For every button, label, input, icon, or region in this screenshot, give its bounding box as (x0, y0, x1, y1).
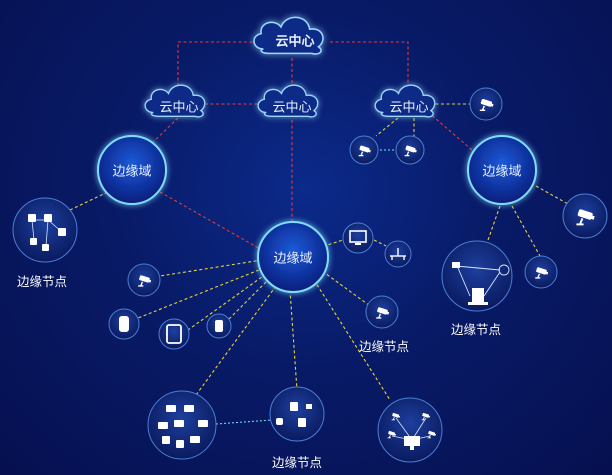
edge-domain-label-right: 边缘域 (482, 164, 522, 180)
edge-links (69, 103, 569, 401)
edge-domain-label-left: 边缘域 (112, 164, 152, 180)
edge-domain-right (467, 135, 537, 205)
edge-domain-label-center: 边缘域 (273, 251, 313, 267)
camera-node-left (127, 263, 161, 297)
cloud-label-top: 云中心 (275, 34, 315, 50)
edge-node-caption-bottom: 边缘节点 (271, 455, 323, 470)
monitor-node (342, 222, 374, 254)
edge-node-caption-right: 边缘节点 (450, 322, 502, 337)
edge-node-cluster-bottom-left (147, 390, 217, 460)
small-watch-node (206, 313, 232, 339)
monitor-icon (349, 230, 367, 243)
camera-node-right-small (524, 255, 558, 289)
cloud-label-middle: 云中心 (272, 100, 312, 116)
cloud-label-right: 云中心 (389, 100, 429, 116)
edge-node-cluster-left (12, 197, 78, 263)
edge-node-cluster-right (441, 240, 513, 312)
watch-node (108, 308, 140, 340)
edge-node-caption-left: 边缘节点 (16, 274, 68, 289)
cloud-links (144, 41, 473, 251)
edge-node-cluster-bottom-middle (269, 386, 325, 442)
camera-node-right-b (395, 135, 425, 165)
peer-links (215, 149, 398, 425)
cloud-label-left: 云中心 (159, 100, 199, 116)
camera-node-center-right (365, 295, 399, 329)
tablet-node (158, 318, 190, 350)
edge-node-cluster-bottom-right (377, 397, 443, 463)
watch-icon (119, 316, 129, 332)
edge-domain-center (257, 221, 329, 293)
router-node (384, 240, 412, 268)
camera-node-far-right (562, 193, 608, 239)
camera-node-top-right (469, 87, 503, 121)
camera-node-right-a (349, 135, 379, 165)
router-icon (390, 248, 406, 260)
edge-node-caption-center: 边缘节点 (358, 339, 410, 354)
edge-domain-left (97, 135, 167, 205)
tablet-icon (166, 324, 182, 344)
